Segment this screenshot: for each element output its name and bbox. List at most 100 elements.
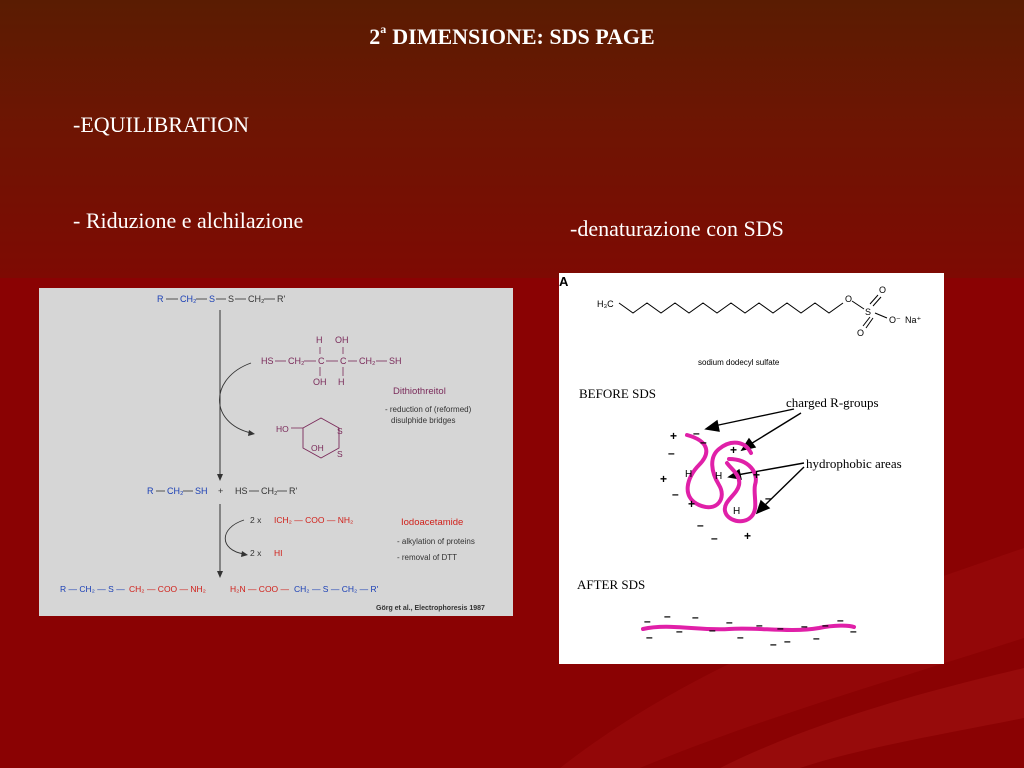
sds-h3c: H₃C <box>597 299 614 309</box>
ring-s2: S <box>337 449 343 459</box>
charge-plus-2: + <box>730 443 737 457</box>
sds-o2: O <box>879 285 886 295</box>
row2-plus: + <box>218 486 223 496</box>
sds-minus-1: – <box>644 614 651 628</box>
sds-minus-4: – <box>726 615 733 629</box>
sds-minus-12: – <box>709 623 716 637</box>
dtt-note-2: disulphide bridges <box>391 416 456 425</box>
row2-ch2b: CH₂ <box>261 486 278 496</box>
sds-o-minus: O⁻ <box>889 315 901 325</box>
dtt-h-bot: H <box>338 377 345 387</box>
row1-rprime: R' <box>277 294 285 304</box>
sds-denaturation-figure: A H₃C O S O O O⁻ Na⁺ sodium dodecyl sulf… <box>559 273 944 664</box>
sds-minus-17: – <box>850 624 857 638</box>
sds-name: sodium dodecyl sulfate <box>698 358 780 367</box>
sds-minus-13: – <box>737 630 744 644</box>
before-sds-label: BEFORE SDS <box>579 386 656 401</box>
sds-minus-15: – <box>784 634 791 648</box>
hydrophobic-areas-label: hydrophobic areas <box>806 456 902 471</box>
charged-rgroups-label: charged R-groups <box>786 395 879 410</box>
charge-minus-7: – <box>711 531 718 545</box>
reduction-alkylation-figure: R CH₂ S S CH₂ R' HS CH₂ C C CH₂ SH H OH … <box>39 288 513 616</box>
row1-s1: S <box>209 294 215 304</box>
hi-formula: HI <box>274 548 283 558</box>
sds-s: S <box>865 307 871 317</box>
product-left-red: CH₂ — COO — NH₂ <box>129 584 206 594</box>
hydrophobic-h-3: H <box>733 506 740 517</box>
product-left-blue: R — CH₂ — S — <box>60 584 125 594</box>
product-right-blue: CH₂ — S — CH₂ — R' <box>294 584 379 594</box>
dtt-oh-top: OH <box>335 335 349 345</box>
row2-r: R <box>147 486 154 496</box>
dtt-oh-bot: OH <box>313 377 327 387</box>
sds-minus-11: – <box>676 624 683 638</box>
row2-sh: SH <box>195 486 208 496</box>
iaa-curved-arrow <box>225 519 245 555</box>
row1-ch2b: CH₂ <box>248 294 265 304</box>
ring-ho: HO <box>276 424 289 434</box>
charge-plus-6: + <box>744 529 751 543</box>
dtt-hs: HS <box>261 356 274 366</box>
sds-minus-14: – <box>770 637 777 651</box>
sds-o1: O <box>845 294 852 304</box>
oxidized-dtt-ring <box>302 417 340 459</box>
sds-minus-10: – <box>646 630 653 644</box>
header-band <box>0 0 1024 278</box>
folded-protein <box>685 433 758 524</box>
hydrophobic-h-1: H <box>685 469 692 480</box>
sds-minus-3: – <box>692 610 699 624</box>
riduzione-text: - Riduzione e alchilazione <box>73 208 304 233</box>
unfolded-protein <box>641 623 856 633</box>
iaa-formula: ICH₂ — COO — NH₂ <box>274 515 353 525</box>
row2-rprime: R' <box>289 486 297 496</box>
charge-minus-4: – <box>765 491 772 505</box>
dtt-curved-arrow <box>219 362 252 434</box>
sds-minus-5: – <box>756 618 763 632</box>
dtt-ch2b: CH₂ <box>359 356 376 366</box>
row2-ch2: CH₂ <box>167 486 184 496</box>
dtt-sh: SH <box>389 356 402 366</box>
sds-minus-16: – <box>813 631 820 645</box>
sds-minus-2: – <box>664 609 671 623</box>
charge-minus-6: – <box>697 518 704 532</box>
charge-plus-1: + <box>670 429 677 443</box>
dtt-name: Dithiothreitol <box>393 386 446 397</box>
charge-plus-3: + <box>753 468 760 482</box>
dtt-note-1: - reduction of (reformed) <box>385 405 472 414</box>
iaa-note-2: - removal of DTT <box>397 553 457 562</box>
dtt-ch2a: CH₂ <box>288 356 305 366</box>
row1-ch2a: CH₂ <box>180 294 197 304</box>
row2-hs: HS <box>235 486 248 496</box>
row1-r: R <box>157 294 164 304</box>
ring-s1: S <box>337 426 343 436</box>
sds-minus-8: – <box>822 618 829 632</box>
denaturazione-text: -denaturazione con SDS <box>570 216 784 241</box>
panel-label: A <box>559 274 569 289</box>
iaa-name: Iodoacetamide <box>401 517 463 528</box>
sds-carbon-chain <box>618 302 844 314</box>
product-right-red: H₂N — COO — <box>230 584 290 594</box>
dtt-c1: C <box>318 356 325 366</box>
hydrophobic-h-2: H <box>715 471 722 482</box>
dtt-c2: C <box>340 356 347 366</box>
iaa-mult: 2 x <box>250 515 262 525</box>
citation: Görg et al., Electrophoresis 1987 <box>376 605 485 612</box>
sds-minus-6: – <box>777 621 784 635</box>
sds-na: Na⁺ <box>905 315 922 325</box>
sds-minus-9: – <box>837 613 844 627</box>
iaa-note-1: - alkylation of proteins <box>397 537 475 546</box>
charge-minus-2: – <box>700 435 707 449</box>
dtt-h-top: H <box>316 335 323 345</box>
charge-minus-1: – <box>693 426 700 440</box>
sds-o3: O <box>857 328 864 338</box>
sds-minus-7: – <box>801 619 808 633</box>
hi-mult: 2 x <box>250 548 262 558</box>
after-sds-label: AFTER SDS <box>577 577 645 592</box>
charge-minus-3: – <box>668 446 675 460</box>
ring-oh: OH <box>311 443 324 453</box>
charge-plus-4: + <box>660 472 667 486</box>
charge-minus-5: – <box>672 487 679 501</box>
row1-s2: S <box>228 294 234 304</box>
charge-plus-5: + <box>688 497 695 511</box>
